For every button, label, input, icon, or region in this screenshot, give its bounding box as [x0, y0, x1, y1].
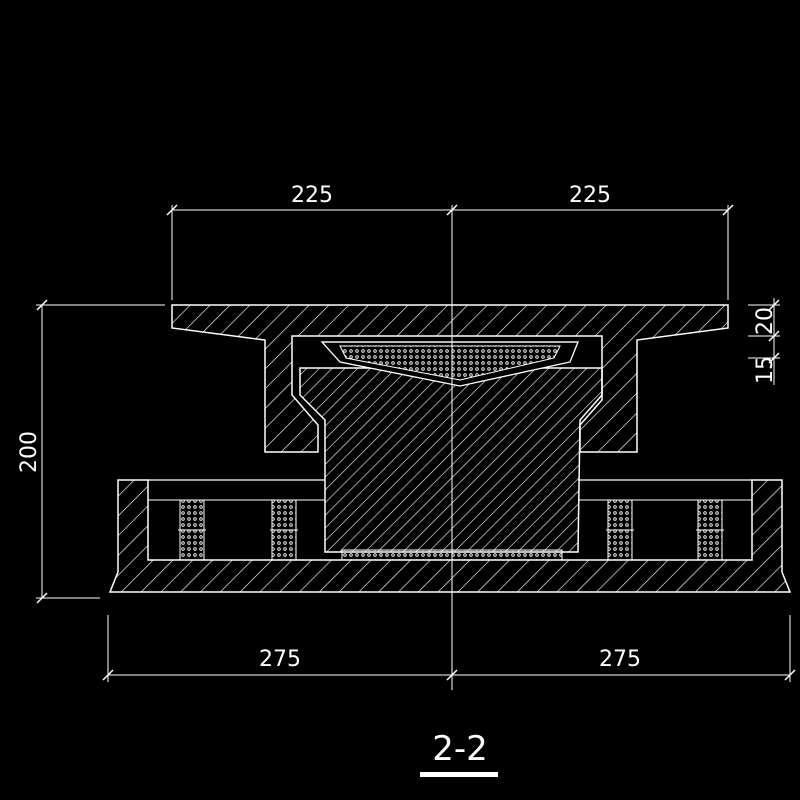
dim-recess-depth: 15 [753, 356, 778, 384]
section-title: 2-2 [432, 729, 488, 769]
dim-bottom-right-width: 275 [599, 647, 641, 672]
dim-top-left-width: 225 [291, 183, 333, 208]
dim-top-right-width: 225 [569, 183, 611, 208]
dim-top-plate-thickness: 20 [753, 307, 778, 335]
top-plate [171, 304, 729, 453]
bottom-basin [108, 479, 792, 593]
right-thickness-dimension [748, 298, 780, 385]
central-piston [299, 367, 603, 553]
dim-bottom-left-width: 275 [259, 647, 301, 672]
damper-element-4 [696, 499, 724, 561]
top-dimension [166, 204, 734, 300]
height-dimension [36, 299, 165, 604]
damper-element-3 [606, 499, 634, 561]
damper-element-1 [178, 499, 206, 561]
ptfe-plate [339, 345, 561, 381]
dim-total-height: 200 [17, 431, 42, 473]
bottom-dimension [102, 615, 796, 682]
section-title-underline [420, 772, 498, 777]
damper-element-2 [270, 499, 298, 561]
